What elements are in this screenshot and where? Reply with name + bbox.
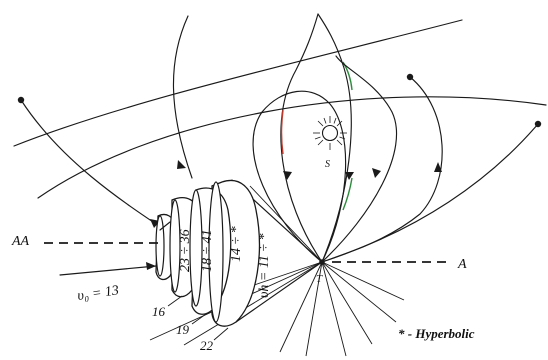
band-rim-4 xyxy=(208,181,224,323)
pointer-22 xyxy=(213,327,229,341)
speed-v0-label: υ₀ = 13 xyxy=(76,283,119,304)
band-rim-3 xyxy=(189,189,203,307)
a-label: A xyxy=(457,257,467,272)
band-label-23-36: 23 ÷ 36 xyxy=(178,229,193,272)
sun-label: S xyxy=(325,159,330,170)
pointer-19 xyxy=(191,313,207,325)
incoming-line-2 xyxy=(159,221,171,231)
trajectory-right-top xyxy=(321,76,443,263)
band-label-14: 14 ÷ * xyxy=(229,226,244,262)
loop-outer-right xyxy=(321,55,397,263)
arrow-right-top xyxy=(434,162,442,172)
outer-orbit-arc xyxy=(37,96,547,199)
arrow-incoming-1 xyxy=(146,262,156,270)
trajectory-from-left xyxy=(20,99,169,233)
loop-red-segment xyxy=(280,109,284,155)
earth-label: T xyxy=(316,273,323,285)
trajectory-far-right xyxy=(321,123,539,263)
loop-outer-left xyxy=(252,90,347,263)
arrow-loop-1 xyxy=(283,171,292,180)
arrow-loop-2 xyxy=(345,172,354,180)
speed-vh-label: υh = 11 ÷ * xyxy=(257,233,272,298)
arrow-loop-3 xyxy=(372,168,381,178)
num-19: 19 xyxy=(176,322,190,337)
ecliptic-arc xyxy=(13,19,463,147)
num-16: 16 xyxy=(152,304,166,319)
band-rim-1 xyxy=(155,215,165,277)
earth-point-T xyxy=(319,259,325,265)
trajectory-from-top xyxy=(172,15,193,179)
cone xyxy=(155,179,323,327)
pointer-16 xyxy=(167,295,183,307)
loop-inner-left xyxy=(280,13,323,263)
incoming-line-1 xyxy=(59,265,157,276)
sun-icon xyxy=(313,116,347,150)
band-label-18-41: 18 ÷ 41 xyxy=(200,229,215,272)
arrow-top-traj xyxy=(177,160,186,169)
aa-label: AA xyxy=(11,234,30,249)
loop-green-segment-2 xyxy=(342,177,353,211)
loop-green-segment xyxy=(342,61,353,91)
num-22: 22 xyxy=(200,338,214,353)
legend-hyperbolic: * - Hyperbolic xyxy=(398,326,475,341)
band-rim-2 xyxy=(169,199,181,293)
loop-inner-right xyxy=(317,13,352,263)
